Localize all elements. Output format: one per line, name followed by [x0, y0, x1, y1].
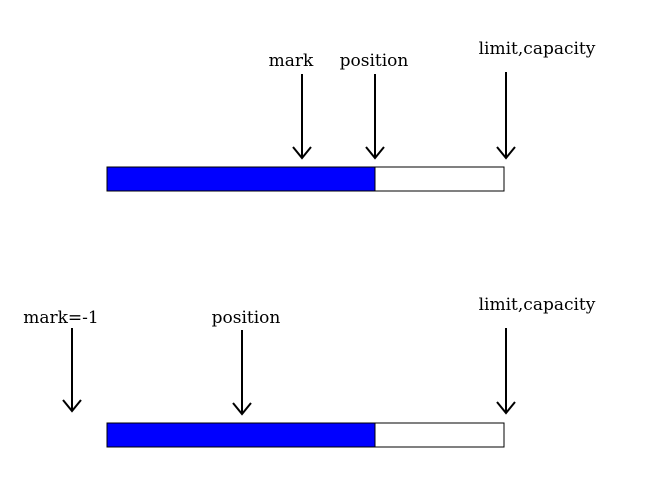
position-arrow: [232, 330, 252, 416]
mark-label: mark: [269, 51, 314, 71]
buffer-filled-region: [106, 166, 376, 192]
position-arrow: [365, 74, 385, 160]
mark-arrow: [292, 74, 312, 160]
limit-capacity-label: limit,capacity: [479, 39, 596, 59]
position-label: position: [340, 51, 409, 71]
mark-arrow: [62, 328, 82, 413]
position-label: position: [212, 308, 281, 328]
buffer-filled-region: [106, 422, 376, 448]
buffer-diagram-2: mark=-1 position limit,capacity: [23, 295, 596, 448]
limit-capacity-arrow: [496, 72, 516, 160]
mark-label: mark=-1: [23, 308, 99, 328]
limit-capacity-arrow: [496, 328, 516, 415]
buffer-diagram-1: mark position limit,capacity: [106, 39, 596, 192]
limit-capacity-label: limit,capacity: [479, 295, 596, 315]
